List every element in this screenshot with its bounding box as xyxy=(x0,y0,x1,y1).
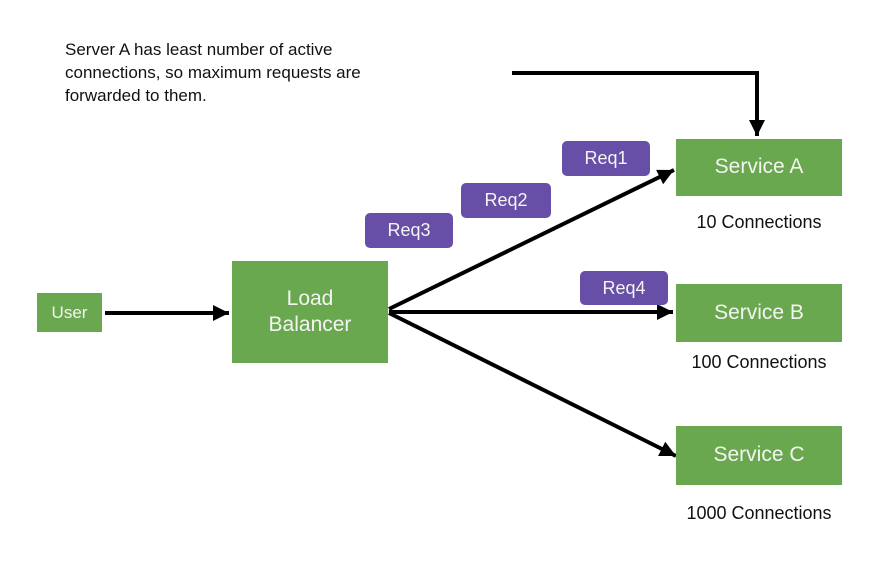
service-a-node[interactable]: Service A xyxy=(676,139,842,196)
request-chip-label: Req2 xyxy=(484,190,528,210)
request-chip-req3[interactable]: Req3 xyxy=(365,213,453,248)
load-balancer-node-label: Load Balancer xyxy=(268,286,352,336)
annotation-text: Server A has least number of active conn… xyxy=(65,38,361,107)
request-chip-req4[interactable]: Req4 xyxy=(580,271,668,305)
arrow-load-balancer-to-service-c xyxy=(388,311,677,458)
user-node-label: User xyxy=(51,302,88,322)
arrow-load-balancer-to-service-a xyxy=(388,168,675,311)
request-chip-label: Req3 xyxy=(387,220,431,240)
request-chip-label: Req4 xyxy=(602,277,646,298)
annotation-line: Server A has least number of active xyxy=(65,40,333,59)
load-balancer-node[interactable]: Load Balancer xyxy=(232,261,388,363)
request-chip-req2[interactable]: Req2 xyxy=(461,183,551,218)
service-b-node-label: Service B xyxy=(714,300,804,324)
request-chip-label: Req1 xyxy=(584,148,628,168)
service-c-node-label: Service C xyxy=(713,443,805,467)
annotation-line: connections, so maximum requests are xyxy=(65,63,361,82)
service-c-connections-label: 1000 Connections xyxy=(686,503,832,523)
request-chip-req1[interactable]: Req1 xyxy=(562,141,650,176)
service-b-connections-label: 100 Connections xyxy=(691,352,827,372)
service-c-node[interactable]: Service C xyxy=(676,426,842,485)
service-a-connections-label: 10 Connections xyxy=(696,212,822,232)
service-a-node-label: Service A xyxy=(714,155,804,179)
service-b-node[interactable]: Service B xyxy=(676,284,842,342)
user-node[interactable]: User xyxy=(37,293,102,332)
arrow-annotation-to-service-a xyxy=(512,71,765,136)
annotation-line: forwarded to them. xyxy=(65,86,207,105)
